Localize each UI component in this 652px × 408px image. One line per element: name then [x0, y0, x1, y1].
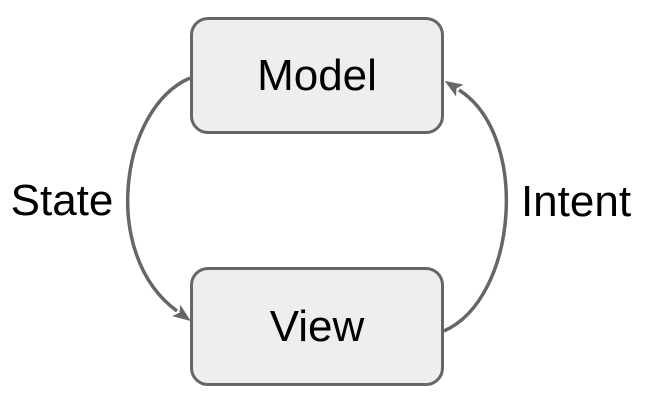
- intent-arrow: [443, 80, 509, 333]
- node-view: View: [190, 267, 444, 386]
- node-model: Model: [190, 17, 444, 134]
- edge-label-intent: Intent: [520, 177, 632, 226]
- state-arrow: [125, 76, 191, 322]
- node-view-label: View: [269, 301, 365, 351]
- node-model-label: Model: [257, 50, 377, 100]
- edge-label-state: State: [10, 176, 114, 225]
